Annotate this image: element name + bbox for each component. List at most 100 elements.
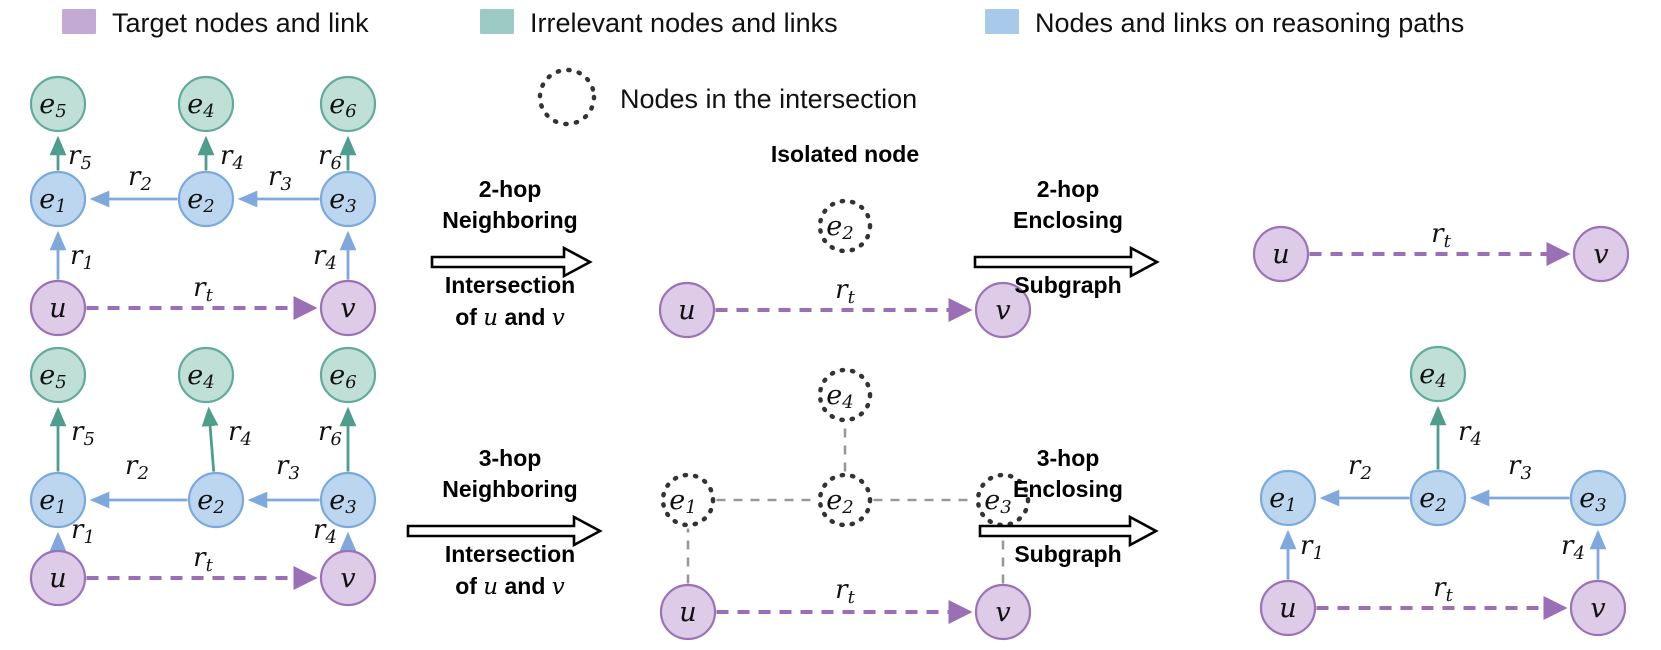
node-label: e1 [669,485,696,518]
svg-text:r4: r4 [220,141,244,174]
node-three-hop-enclosing-subgraph-v: v [1569,579,1627,637]
node-circle [1409,469,1467,527]
node-top-left-full-graph-u: u [29,279,87,337]
edge-label-three-hop-enclosing-subgraph-e3-e2: r3 [1508,451,1532,484]
node-three-hop-intersection-graph-e4: e4 [817,367,873,423]
node-circle [29,346,87,404]
node-label: v [340,563,355,594]
node-top-left-full-graph-e4: e4 [177,75,235,133]
node-top-left-full-graph-e1: e1 [29,170,87,228]
node-circle [1259,469,1317,527]
node-label: e3 [329,184,356,217]
node-circle-dotted [817,472,873,528]
node-top-left-full-graph-e2: e2 [177,170,235,228]
node-label: e4 [826,380,853,413]
node-label: e3 [329,485,356,518]
edge-label-three-hop-enclosing-subgraph-u-v: rt [1433,573,1453,606]
node-circle [29,170,87,228]
legend-swatch-intersection [537,67,597,127]
edge-label-three-hop-enclosing-subgraph-e2-e4: r4 [1458,417,1482,450]
legend-label-intersection: Nodes in the intersection [620,84,917,114]
node-three-hop-enclosing-subgraph-e1: e1 [1259,469,1317,527]
step-line3-three-hop-enclosing: Subgraph [1014,541,1121,567]
edge-label-top-left-full-graph-e3-e6: r6 [318,141,342,174]
step-line1-three-hop-enclosing: 3-hop [1037,445,1100,471]
node-label: v [995,295,1010,326]
svg-text:r4: r4 [1561,531,1585,564]
node-bottom-left-full-graph-u: u [29,549,87,607]
node-circle [177,75,235,133]
node-three-hop-intersection-graph-e1: e1 [660,472,716,528]
node-circle [658,281,716,339]
step-line3-two-hop-enclosing: Subgraph [1014,272,1121,298]
node-label: v [995,597,1010,628]
svg-text:r5: r5 [68,141,92,174]
node-two-hop-enclosing-subgraph-v: v [1572,225,1630,283]
node-three-hop-enclosing-subgraph-u: u [1259,579,1317,637]
node-circle [29,279,87,337]
node-label: e4 [1419,359,1446,392]
svg-text:rt: rt [835,275,855,308]
node-circle [319,346,377,404]
node-bottom-left-full-graph-v: v [319,549,377,607]
node-top-left-full-graph-v: v [319,279,377,337]
edge-label-top-left-full-graph-v-e3: r4 [313,241,337,274]
node-label: e4 [187,89,214,122]
node-circle-dotted [817,367,873,423]
edge-label-top-left-full-graph-e2-e1: r2 [128,162,152,195]
svg-text:r3: r3 [1508,451,1532,484]
svg-text:r1: r1 [70,241,94,274]
node-label: e2 [1419,483,1446,516]
node-label: e2 [187,184,214,217]
node-label: v [1590,593,1605,624]
edge-label-three-hop-enclosing-subgraph-u-e1: r1 [1300,531,1324,564]
legend-label-reasoning: Nodes and links on reasoning paths [1035,8,1464,38]
step-line3-two-hop-neighboring: Intersection [445,272,575,298]
node-bottom-left-full-graph-e3: e3 [319,471,377,529]
node-label: e3 [1579,483,1606,516]
node-label: u [49,293,66,324]
node-three-hop-enclosing-subgraph-e3: e3 [1569,469,1627,527]
node-three-hop-intersection-graph-v: v [974,583,1032,641]
node-three-hop-intersection-graph-u: u [659,583,717,641]
step-line2-three-hop-neighboring: Neighboring [442,476,577,502]
edge-label-bottom-left-full-graph-e2-e1: r2 [125,451,149,484]
edge-label-top-left-full-graph-u-v: rt [193,273,213,306]
svg-text:r4: r4 [313,515,337,548]
node-circle-dotted [660,472,716,528]
node-circle [319,170,377,228]
node-top-left-full-graph-e3: e3 [319,170,377,228]
edge-label-top-left-full-graph-e2-e4: r4 [220,141,244,174]
edge-label-three-hop-intersection-graph-u-v: rt [835,575,855,608]
svg-text:rt: rt [835,575,855,608]
node-two-hop-intersection-graph-e2: e2 [817,198,873,254]
svg-text:rt: rt [193,273,213,306]
node-circle [1409,345,1467,403]
svg-text:rt: rt [1433,573,1453,606]
edge-label-top-left-full-graph-u-e1: r1 [70,241,94,274]
node-three-hop-enclosing-subgraph-e4: e4 [1409,345,1467,403]
legend-label-target: Target nodes and link [112,8,369,38]
node-label: e2 [826,485,853,518]
step-line1-three-hop-neighboring: 3-hop [479,445,542,471]
edge-label-bottom-left-full-graph-e3-e2: r3 [276,451,300,484]
node-circle [187,471,245,529]
node-circle [1569,469,1627,527]
node-label: u [49,563,66,594]
step-line1-two-hop-neighboring: 2-hop [479,176,542,202]
node-bottom-left-full-graph-e4: e4 [177,346,235,404]
node-bottom-left-full-graph-e5: e5 [29,346,87,404]
svg-text:r4: r4 [1458,417,1482,450]
node-label: e2 [197,485,224,518]
node-label: u [679,597,696,628]
node-circle [974,281,1032,339]
node-circle-dotted [975,472,1031,528]
node-two-hop-intersection-graph-v: v [974,281,1032,339]
